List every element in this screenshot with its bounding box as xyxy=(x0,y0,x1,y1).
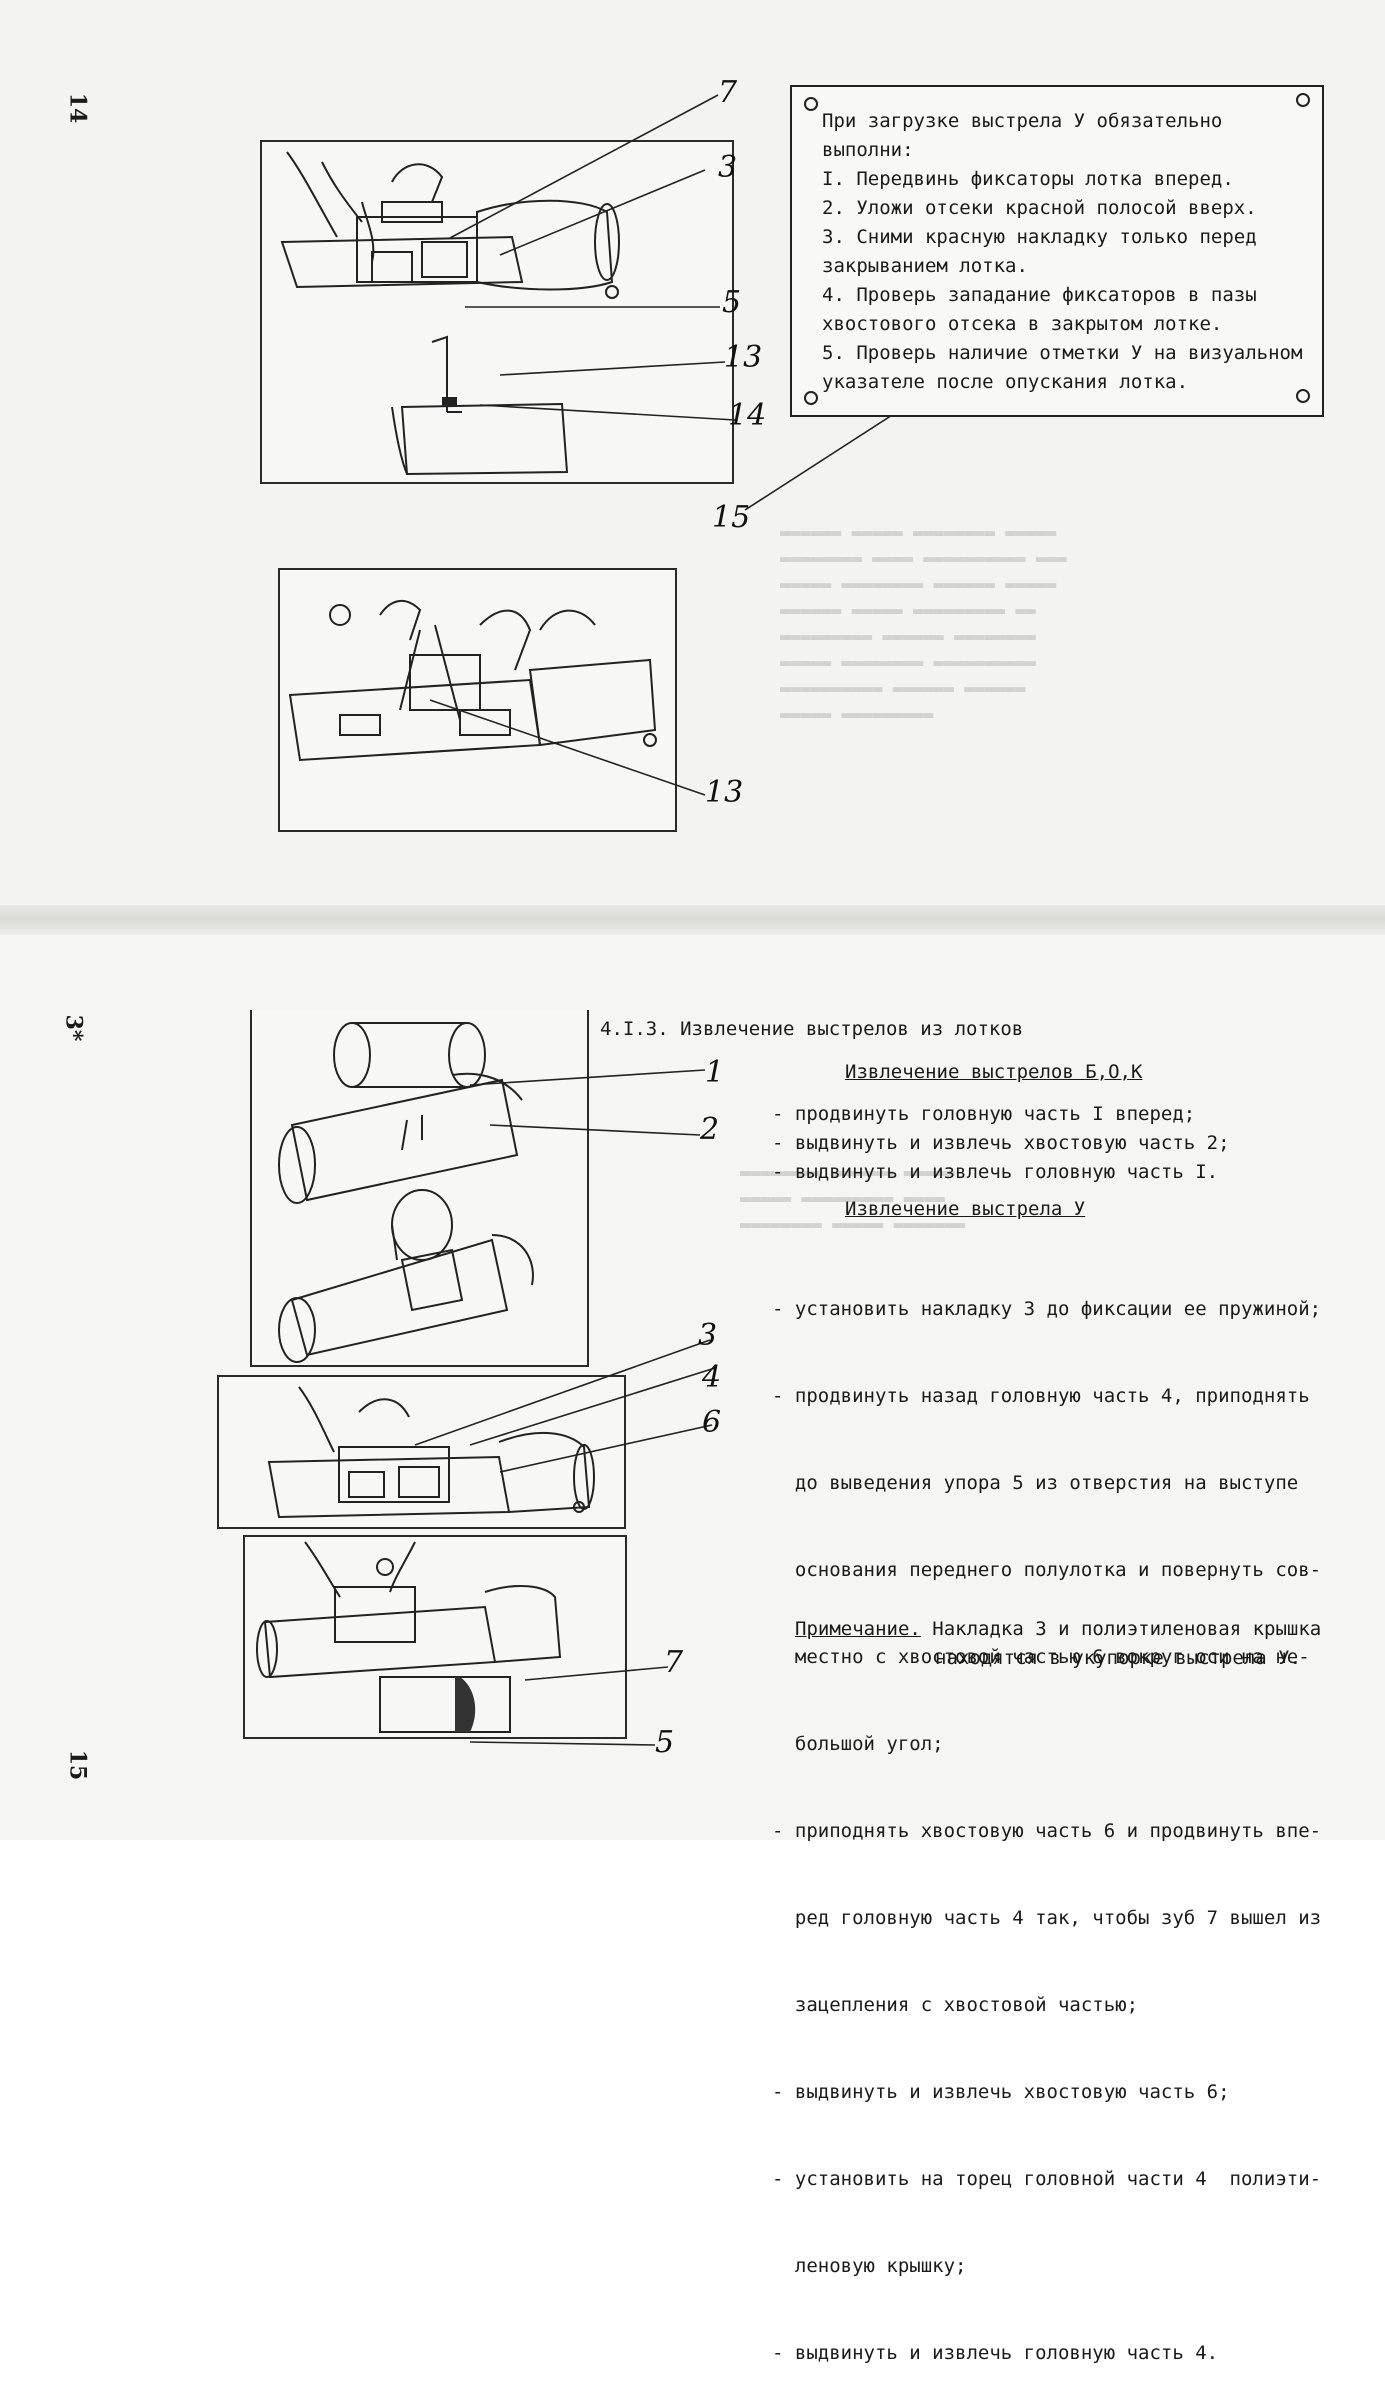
callout-7-bottom: 7 xyxy=(664,1645,684,1680)
list-u-item: леновую крышку; xyxy=(772,2255,967,2277)
loading-notice-plate: При загрузке выстрела У обязательно выпо… xyxy=(790,85,1324,417)
list-u-item: ред головную часть 4 так, чтобы зуб 7 вы… xyxy=(772,1907,1322,1929)
callout-5-top: 5 xyxy=(722,285,742,320)
page-fold xyxy=(0,905,1385,935)
notice-item: 5. Проверь наличие отметки У на визуальн… xyxy=(822,342,1303,393)
callout-3-top: 3 xyxy=(718,150,738,185)
callout-6: 6 xyxy=(702,1405,722,1440)
notice-item: 2. Уложи отсеки красной полосой вверх. xyxy=(822,197,1257,219)
top-leader-lines xyxy=(449,94,901,511)
section-heading: 4.I.3. Извлечение выстрелов из лотков xyxy=(600,1018,1024,1040)
subheading-bok: Извлечение выстрелов Б,О,К xyxy=(845,1061,1143,1083)
list-u-item: - приподнять хвостовую часть 6 и продвин… xyxy=(772,1820,1322,1842)
mounting-hole-icon xyxy=(804,391,818,405)
list-u-item: зацепления с хвостовой частью; xyxy=(772,1994,1139,2016)
callout-5-bottom: 5 xyxy=(655,1725,675,1760)
list-u-item: местно с хвостовой частью 6 вокруг оси н… xyxy=(772,1646,1310,1668)
bleed-through-text-bottom: ▬▬▬▬▬▬▬▬ ▬▬▬▬▬▬ ▬▬▬▬▬▬▬▬▬▬ ▬▬▬▬▬▬▬▬▬ ▬▬▬… xyxy=(740,1163,966,1235)
loading-illustration xyxy=(280,151,620,476)
callout-2: 2 xyxy=(700,1112,720,1147)
latch-illustration xyxy=(288,600,657,762)
mounting-hole-icon xyxy=(1296,93,1310,107)
notice-list: I. Передвинь фиксаторы лотка вперед. 2. … xyxy=(822,165,1312,397)
callout-3-bottom: 3 xyxy=(698,1318,718,1353)
notice-item: 3. Сними красную накладку только перед з… xyxy=(822,226,1257,277)
note-line-2: находятся в укупорке выстрела У. xyxy=(935,1647,1302,1669)
note: Примечание. Накладка 3 и полиэтиленовая … xyxy=(795,1615,1321,1644)
removal-figure-u-step1 xyxy=(217,1375,626,1529)
list-bok-item: - выдвинуть и извлечь головную часть I. xyxy=(772,1161,1219,1183)
callout-13-top: 13 xyxy=(724,340,763,375)
mounting-hole-icon xyxy=(1296,389,1310,403)
notice-title: При загрузке выстрела У обязательно выпо… xyxy=(822,110,1223,161)
callout-4: 4 xyxy=(702,1360,722,1395)
note-line-1: Накладка 3 и полиэтиленовая крышка xyxy=(920,1618,1322,1640)
list-u-item: большой угол; xyxy=(772,1733,944,1755)
bottom-leader-lines xyxy=(414,1069,716,1746)
callout-7-top: 7 xyxy=(718,75,738,110)
list-u-item: - продвинуть назад головную часть 4, при… xyxy=(772,1385,1310,1407)
list-bok-item: - выдвинуть и извлечь хвостовую часть 2; xyxy=(772,1132,1230,1154)
list-u-item: - установить накладку 3 до фиксации ее п… xyxy=(772,1298,1322,1320)
removal-u-step1-illustration xyxy=(267,1386,595,1519)
removal-figure-bk xyxy=(250,1010,589,1367)
callout-13-second: 13 xyxy=(705,775,744,810)
list-u-item: до выведения упора 5 из отверстия на выс… xyxy=(772,1472,1299,1494)
mounting-hole-icon xyxy=(804,97,818,111)
notice-item: I. Передвинь фиксаторы лотка вперед. xyxy=(822,168,1234,190)
removal-bk-illustration xyxy=(278,1022,534,1363)
list-u-item: - выдвинуть и извлечь хвостовую часть 6; xyxy=(772,2081,1230,2103)
list-u-item: - установить на торец головной части 4 п… xyxy=(772,2168,1322,2190)
removal-u-step2-illustration xyxy=(256,1541,562,1733)
callout-1: 1 xyxy=(705,1055,725,1090)
subheading-u: Извлечение выстрела У xyxy=(845,1198,1086,1220)
list-u-item: основания переднего полулотка и повернут… xyxy=(772,1559,1322,1581)
list-u: - установить накладку 3 до фиксации ее п… xyxy=(772,1237,1321,2397)
removal-figure-u-step2 xyxy=(243,1535,627,1739)
latch-figure xyxy=(278,568,677,832)
list-u-item: - выдвинуть и извлечь головную часть 4. xyxy=(772,2342,1219,2364)
bleed-through-text: ▬▬▬▬▬▬ ▬▬▬▬▬ ▬▬▬▬▬▬▬▬ ▬▬▬▬▬▬▬▬▬▬▬▬▬ ▬▬▬▬… xyxy=(780,523,1067,725)
callout-15: 15 xyxy=(712,500,751,535)
note-label: Примечание. xyxy=(795,1618,921,1640)
list-bok-item: - продвинуть головную часть I вперед; xyxy=(772,1103,1196,1125)
second-leader-lines xyxy=(429,699,706,796)
loading-figure xyxy=(260,140,734,484)
notice-item: 4. Проверь западание фиксаторов в пазы х… xyxy=(822,284,1257,335)
callout-14: 14 xyxy=(728,398,767,433)
